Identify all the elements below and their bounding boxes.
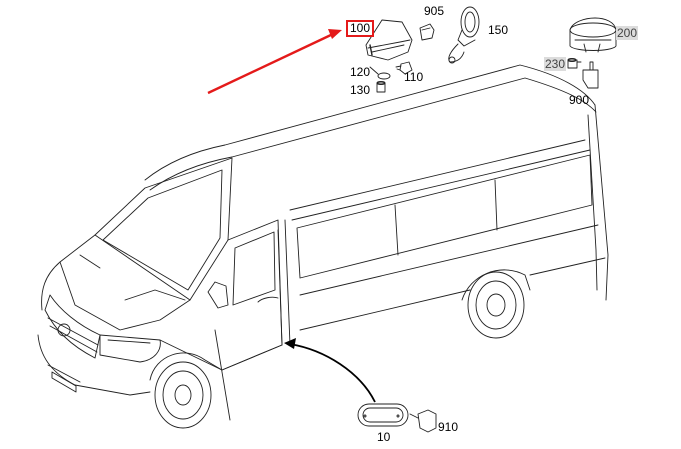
label-part-900: 900	[569, 93, 590, 107]
connector-910-icon	[409, 409, 437, 433]
label-part-200: 200	[616, 26, 639, 40]
highlight-arrow	[207, 29, 342, 95]
roof-beacon-icon	[567, 17, 617, 89]
label-part-910: 910	[438, 420, 459, 434]
label-part-230: 230	[544, 57, 567, 71]
label-part-120: 120	[350, 65, 371, 79]
side-marker-lamp-icon	[357, 403, 409, 427]
label-part-905: 905	[424, 4, 445, 18]
label-part-110: 110	[404, 70, 424, 84]
label-part-130: 130	[350, 83, 371, 97]
lamp-assembly-icon	[365, 19, 413, 61]
label-part-10: 10	[377, 430, 391, 444]
lamp-150-icon	[448, 6, 480, 64]
label-part-150: 150	[488, 23, 509, 37]
arrow-icon	[284, 338, 376, 403]
connector-icon	[419, 23, 435, 41]
bulb-icon	[376, 61, 413, 93]
van-outline	[37, 64, 609, 429]
label-part-100: 100	[346, 20, 375, 37]
